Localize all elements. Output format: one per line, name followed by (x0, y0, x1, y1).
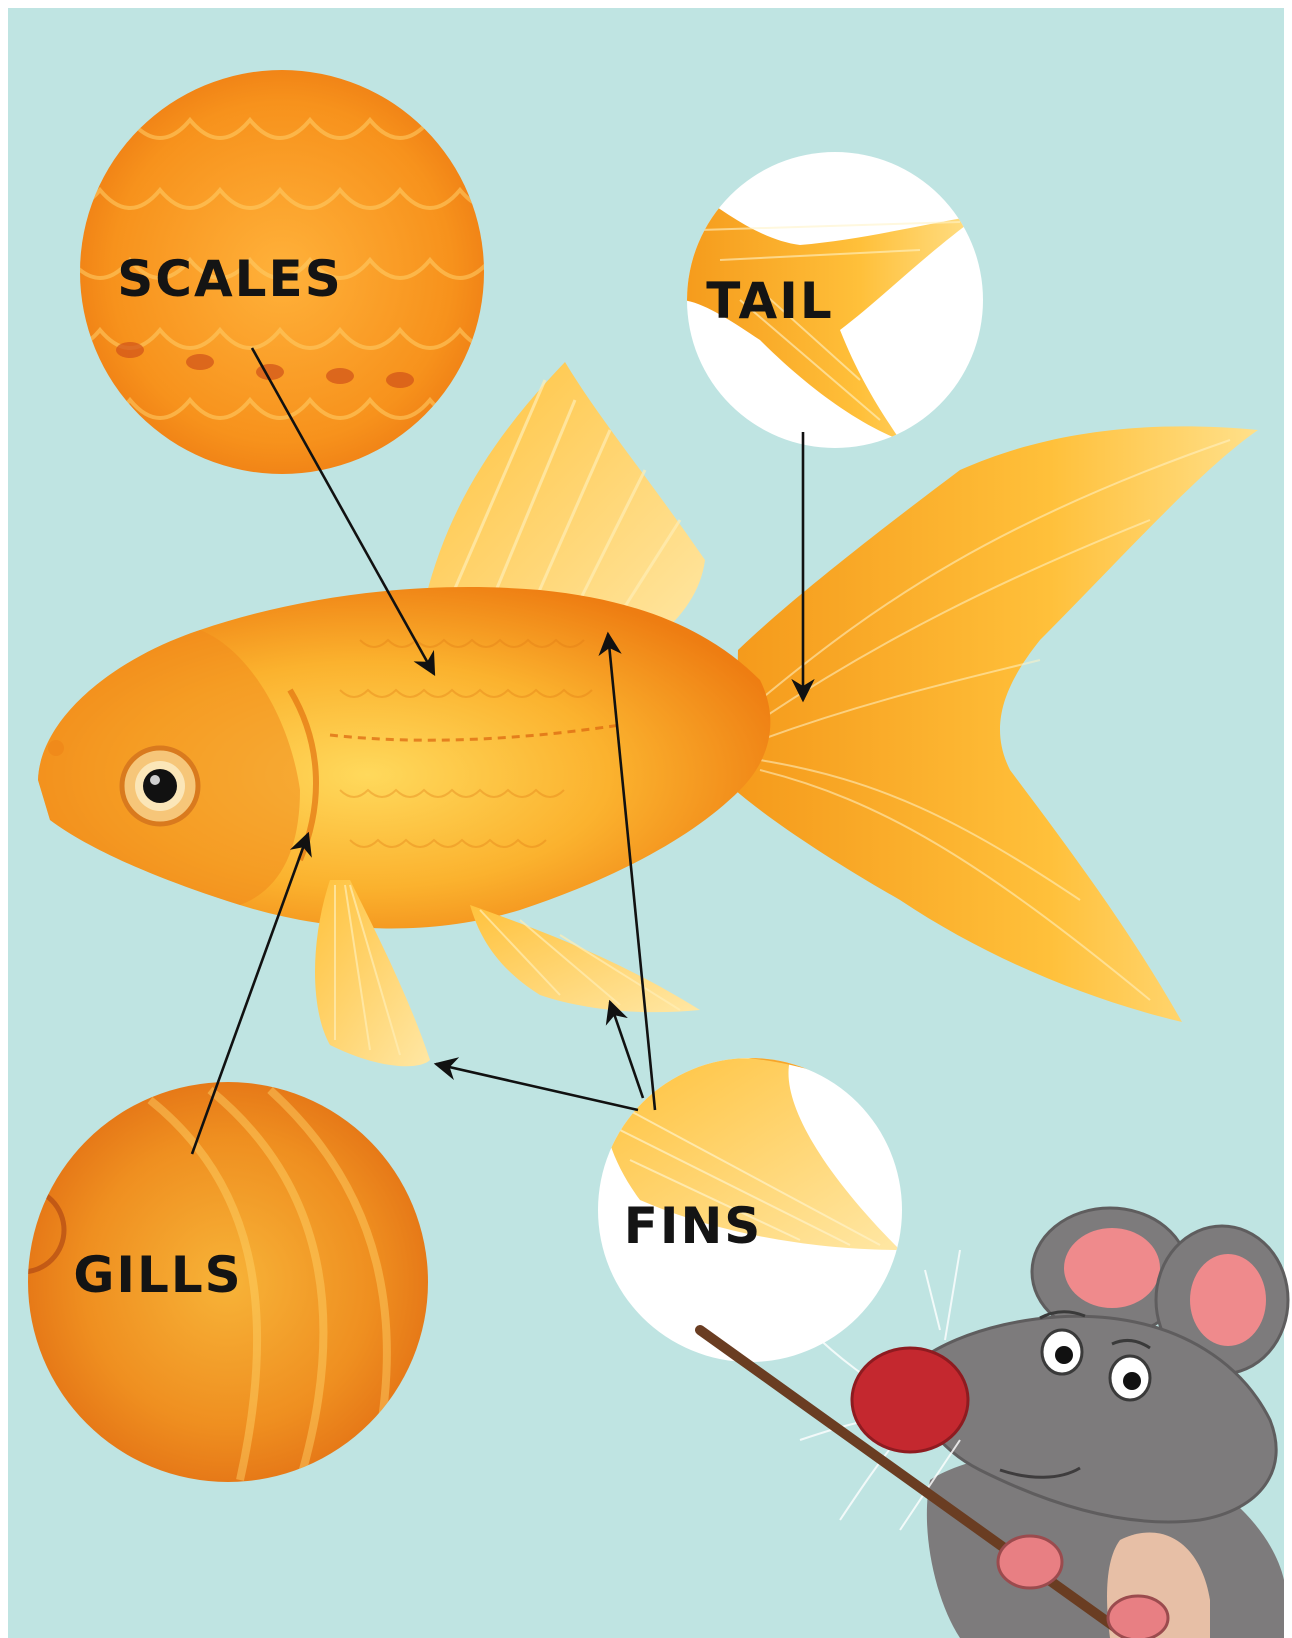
gills-label: GILLS (73, 1246, 242, 1304)
fish-eye (122, 748, 198, 824)
tail-label: TAIL (706, 272, 833, 330)
scales-label: SCALES (117, 250, 342, 308)
mouse-nose (852, 1348, 968, 1452)
fins-label: FINS (624, 1197, 763, 1255)
